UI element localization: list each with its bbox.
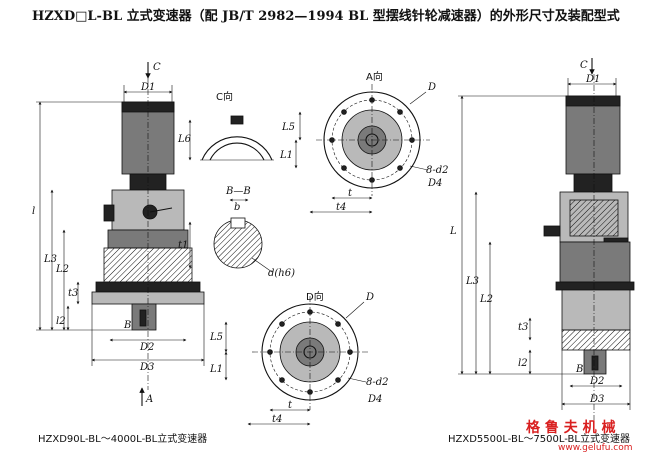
label-l-left: l xyxy=(32,206,35,217)
label-b-right: B xyxy=(575,364,583,375)
label-d-h6: d(h6) xyxy=(268,268,295,279)
label-t4-d: t4 xyxy=(272,414,282,425)
section-bb: B—B b t1 d(h6) xyxy=(178,186,295,279)
label-d1-left: D1 xyxy=(140,82,155,93)
bolt-circle-d xyxy=(267,309,353,395)
label-l5-d: L5 xyxy=(209,332,223,343)
label-t3-left: t3 xyxy=(68,288,78,299)
caption-right: HZXD5500L-BL～7500L-BL立式变速器 xyxy=(448,432,630,445)
label-d-d: D xyxy=(365,292,374,303)
label-a-view: A向 xyxy=(366,70,383,83)
label-l2s-left: l2 xyxy=(56,316,66,327)
label-l3-right: L3 xyxy=(465,276,479,287)
label-l2-left: L2 xyxy=(55,264,69,275)
label-d2-right: D2 xyxy=(589,376,604,387)
label-l3-left: L3 xyxy=(43,254,57,265)
label-l2s-right: l2 xyxy=(518,358,528,369)
watermark-cn: 格 鲁 夫 机 械 xyxy=(526,419,616,436)
label-l6: L6 xyxy=(177,134,192,145)
label-section: B—B xyxy=(225,186,251,197)
label-l-right: L xyxy=(449,226,457,237)
d-view-flange: D向 D 8-d2 D4 L5 L1 t t4 xyxy=(209,290,389,426)
watermark-url: www.gelufu.com xyxy=(558,443,633,453)
label-d4-d: D4 xyxy=(367,394,382,405)
label-d1-right: D1 xyxy=(585,74,600,85)
label-l1-d: L1 xyxy=(209,364,223,375)
label-l5-a: L5 xyxy=(281,122,295,133)
right-assembly-view: C D1 L L3 L2 t3 l2 B D2 xyxy=(449,58,635,420)
label-d-view: D向 xyxy=(306,290,324,303)
label-c-view: C向 xyxy=(216,90,233,103)
label-d4-a: D4 xyxy=(427,178,442,189)
label-d2-left: D2 xyxy=(139,342,154,353)
label-l2-right: L2 xyxy=(479,294,493,305)
label-d3-right: D3 xyxy=(589,394,604,405)
label-a-left: A xyxy=(145,394,153,405)
base-flange-right xyxy=(561,289,631,331)
label-l1-a: L1 xyxy=(279,150,293,161)
label-bolts-d: 8-d2 xyxy=(366,377,389,388)
left-assembly-view: C D1 B l L3 L2 xyxy=(32,62,205,406)
label-c-left: C xyxy=(153,62,161,73)
label-c-right: C xyxy=(580,60,588,71)
label-t4-a: t4 xyxy=(336,202,346,213)
label-b-small: b xyxy=(234,202,240,213)
motor-body-right xyxy=(565,95,621,175)
label-bolts-a: 8-d2 xyxy=(426,165,449,176)
label-b-left: B xyxy=(123,320,131,331)
label-t-d: t xyxy=(288,400,293,411)
label-t1: t1 xyxy=(178,240,188,251)
page-title: HZXD□L-BL 立式变速器（配 JB/T 2982—1994 BL 型摆线针… xyxy=(32,8,620,24)
a-view-flange: A向 D 8-d2 D4 L5 L1 t t4 xyxy=(279,70,449,214)
label-t3-right: t3 xyxy=(518,322,528,333)
reducer-right xyxy=(559,241,631,283)
caption-left: HZXD90L-BL～4000L-BL立式变速器 xyxy=(38,432,207,445)
c-view-detail: C向 L6 xyxy=(177,90,274,161)
label-d-a: D xyxy=(427,82,436,93)
label-d3-left: D3 xyxy=(139,362,154,373)
label-t-a: t xyxy=(348,188,353,199)
